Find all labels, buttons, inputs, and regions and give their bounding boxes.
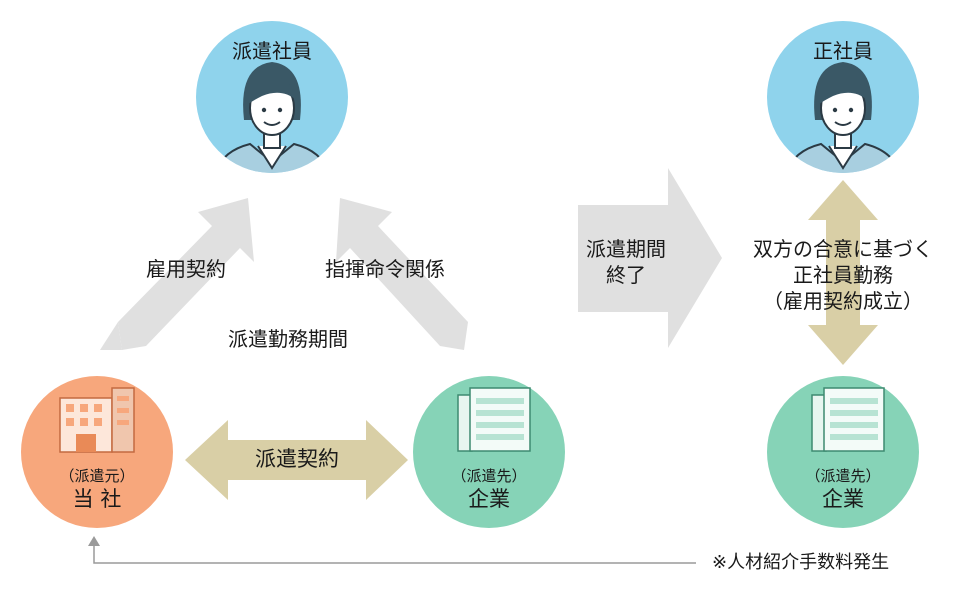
fee-note: ※人材紹介手数料発生 [712, 552, 890, 573]
client-left-main-label: 企業 [468, 487, 510, 511]
haken-employee-title: 派遣社員 [232, 39, 312, 63]
dispatch-contract-label: 派遣契約 [255, 447, 339, 471]
fee-note-line [93, 540, 696, 564]
client-right-main-label: 企業 [822, 487, 864, 511]
period-end-label-line2: 終了 [606, 263, 646, 287]
command-relation-arrow [336, 198, 468, 350]
seishain-title: 正社員 [813, 39, 873, 63]
client-right-sub-label: （派遣先） [805, 467, 881, 485]
company-building-icon [811, 387, 885, 452]
client-right-node [767, 376, 919, 528]
agreement-label-line2: 正社員勤務 [793, 263, 893, 287]
office-building-icon [59, 387, 135, 453]
client-left-node [413, 376, 565, 528]
command-relation-label: 指揮命令関係 [325, 257, 445, 281]
fee-note-arrowhead [88, 536, 100, 546]
tosha-main-label: 当 社 [72, 487, 122, 511]
tosha-node [21, 376, 173, 528]
period-end-arrow [578, 168, 722, 348]
employment-contract-arrow [118, 198, 254, 350]
period-end-label-line1: 派遣期間 [586, 237, 666, 261]
employment-contract-label: 雇用契約 [146, 257, 226, 281]
company-building-icon [457, 387, 531, 452]
tosha-sub-label: （派遣元） [59, 467, 135, 485]
employment-contract-arrow-tail [100, 322, 122, 350]
dispatch-period-label: 派遣勤務期間 [228, 327, 348, 351]
agreement-label-line1: 双方の合意に基づく [753, 237, 933, 261]
agreement-arrow [808, 180, 878, 365]
dispatch-contract-arrow [185, 420, 408, 500]
agreement-label-line3: （雇用契約成立） [763, 289, 923, 313]
client-left-sub-label: （派遣先） [451, 467, 527, 485]
